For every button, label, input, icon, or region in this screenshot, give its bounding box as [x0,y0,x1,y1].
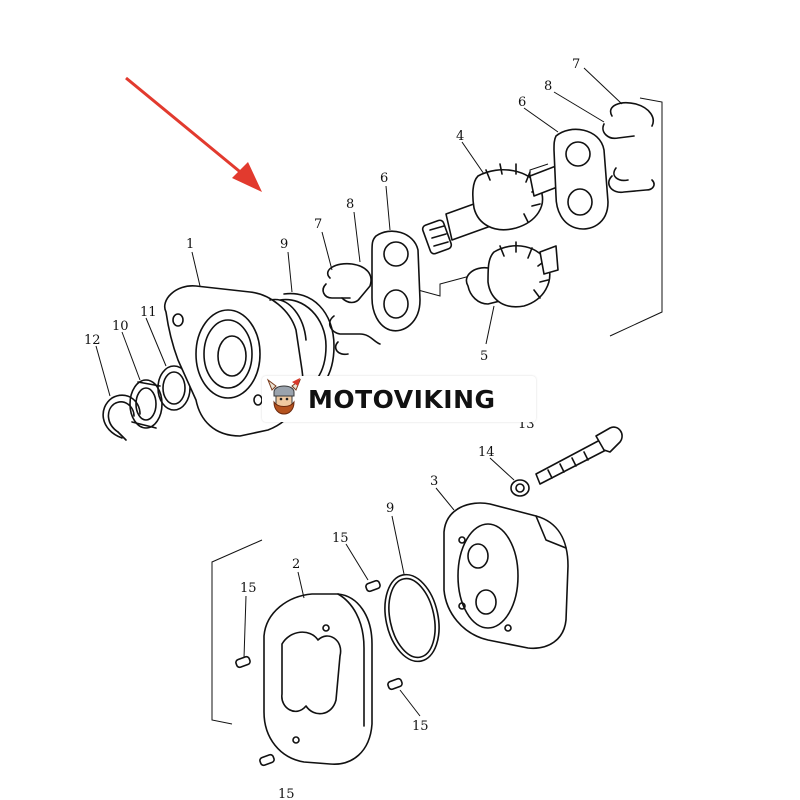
seal-clip-7-8-right [602,101,655,194]
callout-6-left: 6 [380,171,388,186]
callout-4: 4 [456,129,464,144]
red-arrow-icon [125,76,262,192]
callout-15-b: 15 [240,581,257,596]
brand-name: MOTOVIKING [308,384,496,414]
callout-15-a: 15 [332,531,349,546]
dowel-pin-15-a [365,579,381,593]
leader-lines [95,67,623,717]
callout-5: 5 [480,349,488,364]
callout-3: 3 [430,474,438,489]
callout-12: 12 [84,333,101,348]
o-ring-9-bottom [384,573,440,663]
callout-labels: 1 2 3 4 5 6 6 7 7 8 8 9 9 10 11 12 13 14… [84,57,580,800]
washer-14 [510,479,530,497]
snap-ring-12 [102,394,141,441]
gear-case-2 [263,593,373,765]
callout-1: 1 [186,237,194,252]
bushing-6-left [371,230,421,332]
callout-8-right: 8 [544,79,552,94]
drive-gear-4 [421,163,561,255]
dowel-pin-15-d [259,753,275,767]
dowel-pin-15-b [235,655,251,669]
bearing-10 [129,379,163,429]
callout-2: 2 [292,557,300,572]
dowel-pin-15-c [387,677,403,691]
callout-15-c: 15 [412,719,429,734]
callout-7-left: 7 [314,217,322,232]
driven-gear-5 [465,241,559,308]
callout-10: 10 [112,319,129,334]
callout-8-left: 8 [346,197,354,212]
brand-watermark: MOTOVIKING [262,376,536,422]
callout-9-top: 9 [280,237,288,252]
callout-9-bottom: 9 [386,501,394,516]
bushing-6-right [553,128,609,230]
viking-mascot-logo-icon [266,378,302,415]
bolt-13 [535,426,623,485]
assembly-frame-bottom [211,539,263,725]
callout-6-right: 6 [518,95,526,110]
callout-7-right: 7 [572,57,580,72]
callout-15-d: 15 [278,787,295,800]
rear-cover-3 [443,502,569,649]
seal-clip-7-8-left [322,262,381,356]
callout-14: 14 [478,445,495,460]
callout-11: 11 [140,305,157,320]
